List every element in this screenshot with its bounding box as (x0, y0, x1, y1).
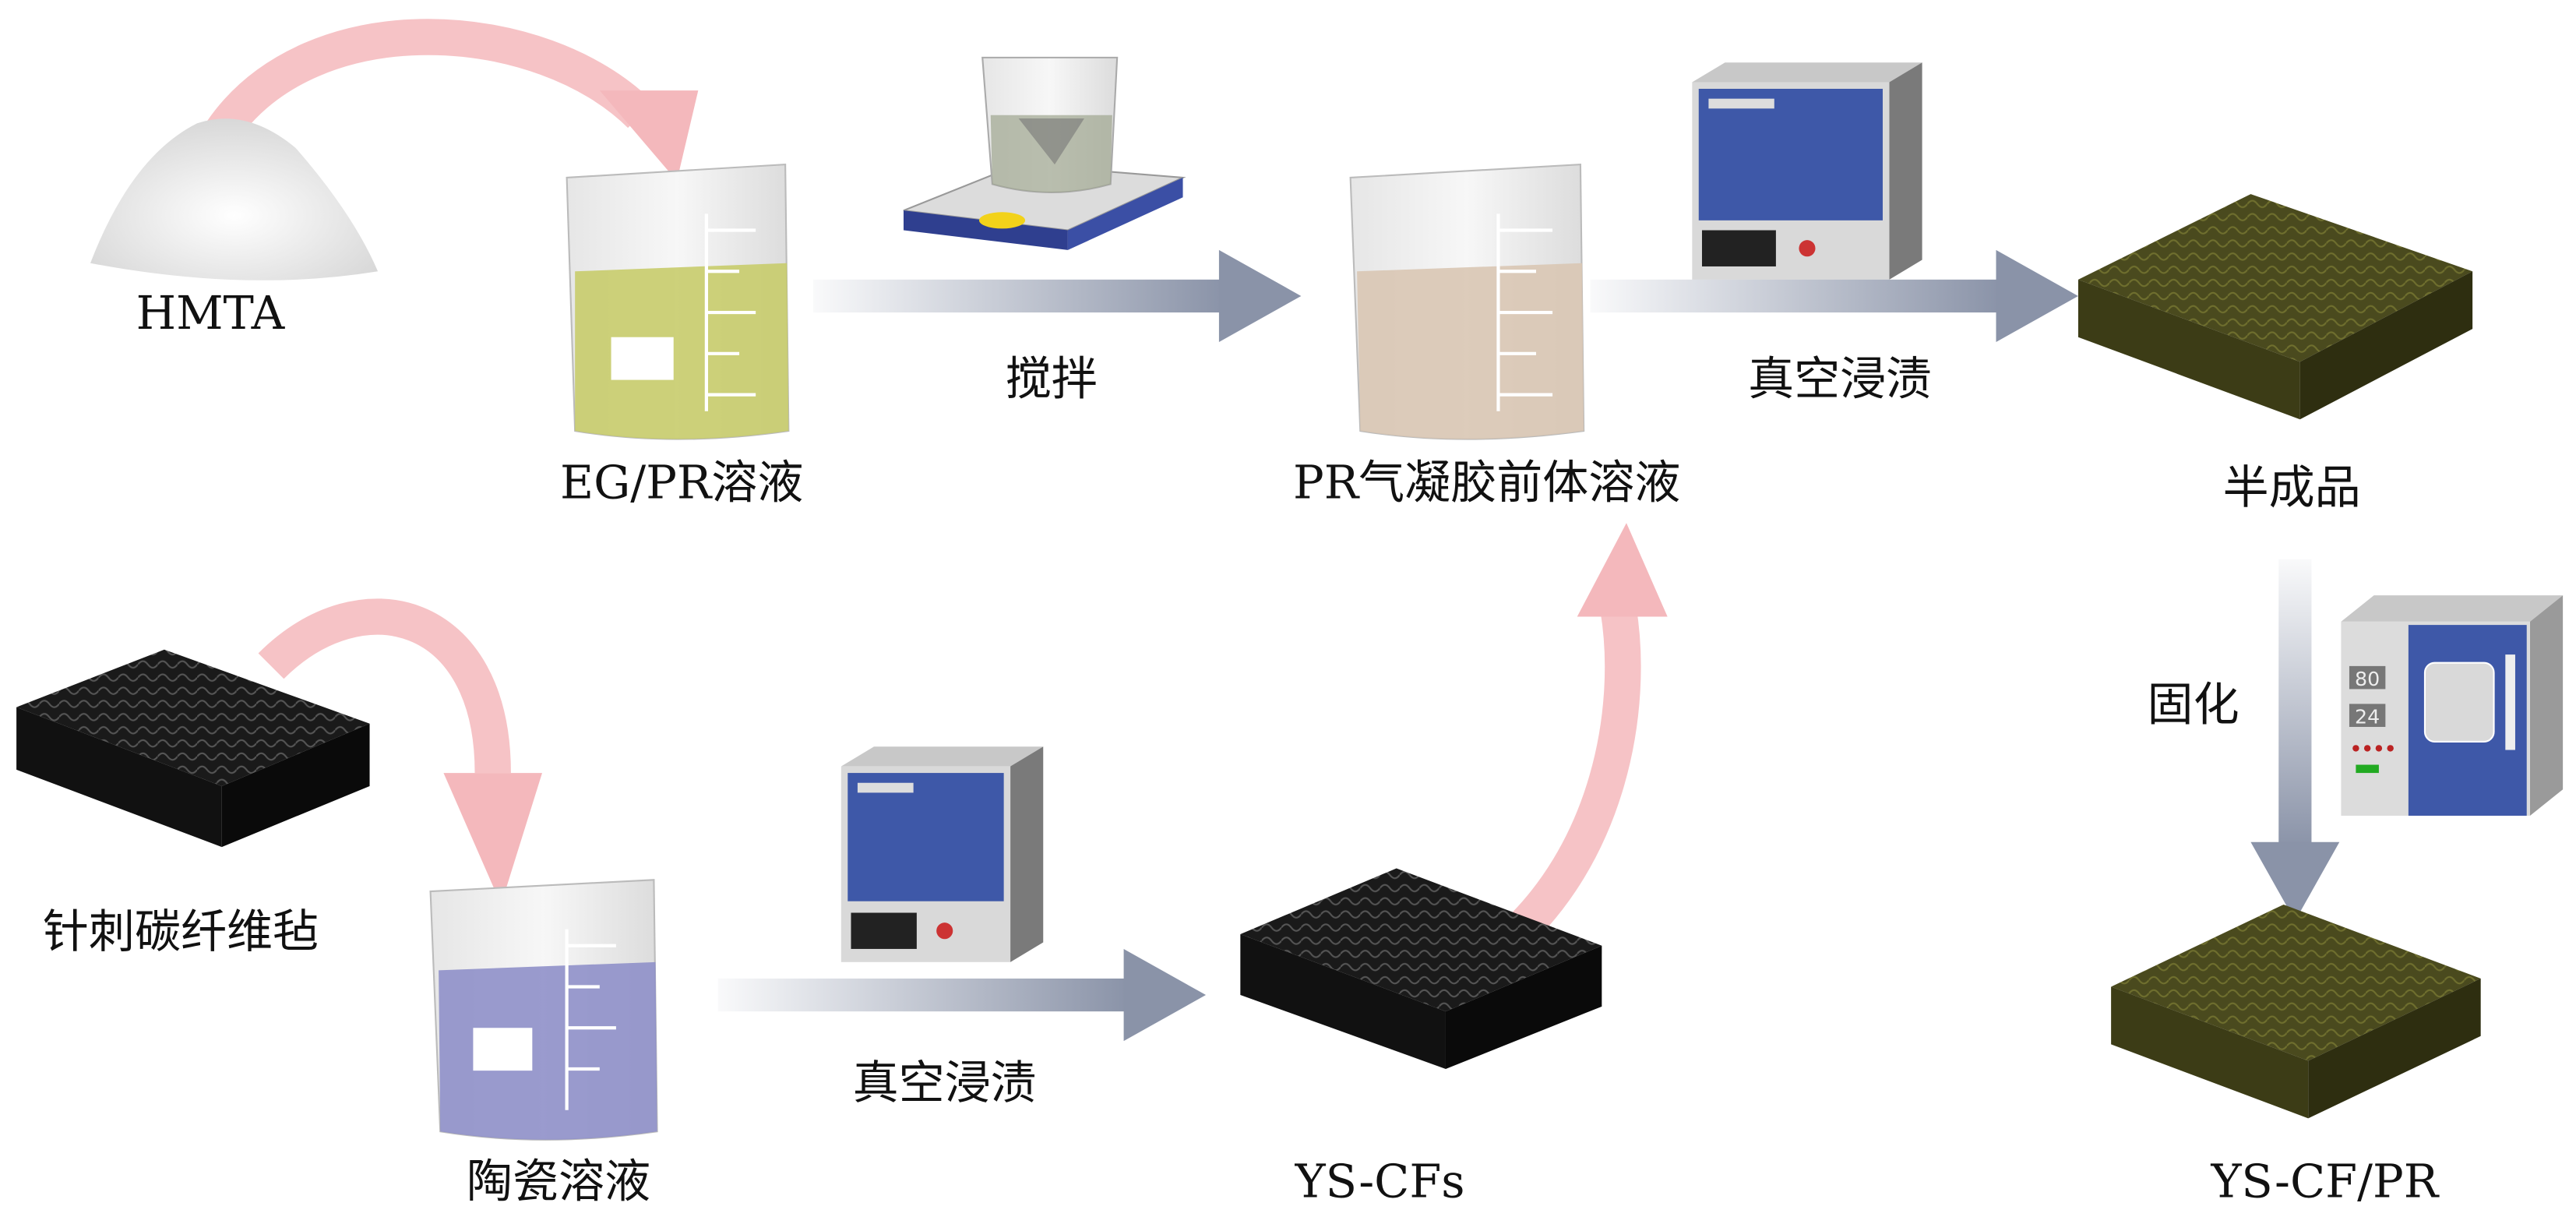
ys-cfs-felt-icon (1240, 868, 1602, 1070)
label-vacuum-impregnation-bottom: 真空浸渍 (853, 1056, 1037, 1109)
process-arrow-vacuum-bottom (717, 948, 1207, 1042)
beaker-precursor-icon (1349, 163, 1585, 440)
oven-temperature-readout: 80 (2355, 668, 2380, 690)
label-eg-pr-solution: EG/PR溶液 (560, 456, 803, 510)
curing-oven-icon: 80 24 (2341, 595, 2564, 816)
transfer-arrow-felt (258, 598, 542, 905)
beaker-ceramic-icon (429, 879, 658, 1141)
label-semi-product: 半成品 (2223, 460, 2361, 514)
magnetic-stirrer-icon (903, 56, 1186, 250)
vacuum-oven-icon-top (1692, 62, 1922, 280)
label-ceramic-solution: 陶瓷溶液 (467, 1155, 650, 1208)
label-needled-carbon-felt: 针刺碳纤维毡 (43, 905, 319, 958)
beaker-eg-pr-icon (566, 163, 790, 440)
carbon-felt-icon (16, 649, 370, 848)
transfer-arrow-hmta (206, 19, 699, 182)
process-arrow-stirring (812, 249, 1302, 343)
label-ys-cfs: YS-CFs (1295, 1155, 1465, 1208)
label-curing: 固化 (2148, 678, 2239, 732)
oven-time-readout: 24 (2355, 706, 2380, 728)
label-hmta: HMTA (136, 286, 286, 340)
label-stirring: 搅拌 (1006, 352, 1098, 406)
label-ys-cf-pr: YS-CF/PR (2210, 1155, 2439, 1208)
hmta-powder-icon (90, 118, 379, 280)
label-pr-aerogel-precursor: PR气凝胶前体溶液 (1293, 456, 1680, 510)
ys-cf-pr-felt-icon (2111, 904, 2481, 1119)
vacuum-oven-icon-bottom (840, 746, 1044, 962)
transfer-arrow-ys-cfs (1491, 523, 1668, 960)
label-vacuum-impregnation-top: 真空浸渍 (1748, 352, 1932, 406)
semi-product-felt-icon (2077, 194, 2473, 420)
process-arrow-curing (2250, 559, 2340, 922)
process-arrow-vacuum-top (1590, 249, 2078, 343)
